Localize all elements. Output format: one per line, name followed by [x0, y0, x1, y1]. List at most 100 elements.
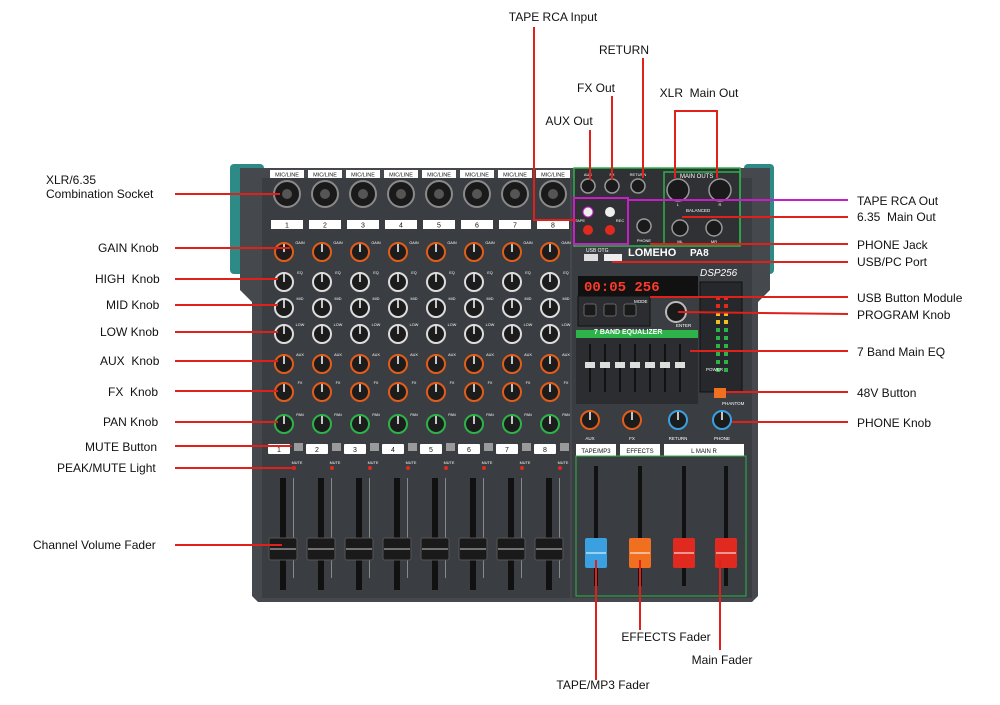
- peak-light: [520, 466, 524, 470]
- fader-track: [508, 478, 514, 590]
- label-tapein: TAPE RCA Input: [508, 10, 598, 24]
- label-fxout: FX Out: [576, 81, 616, 95]
- brand-logo: LOMEHO: [628, 247, 677, 259]
- knob-tag: EQ: [335, 271, 341, 275]
- knob-tag: MID: [563, 297, 570, 301]
- mute-button: [370, 443, 379, 451]
- knob-tag: GAIN: [561, 241, 571, 245]
- label-aux: AUX Knob: [100, 354, 160, 368]
- knob-tag: FX: [488, 381, 493, 385]
- mic-line-text: MIC/LINE: [389, 173, 413, 179]
- fader-track: [546, 478, 552, 590]
- phantom-label: PHANTOM: [722, 401, 745, 406]
- fader-track: [470, 478, 476, 590]
- main-635-label: ML: [677, 239, 683, 244]
- channel-number-tab: [499, 220, 531, 229]
- xlr-socket-core: [396, 189, 406, 199]
- channel-number: 8: [551, 223, 555, 230]
- main-header-text: L MAIN R: [691, 449, 717, 455]
- mic-line-tag: [346, 170, 380, 178]
- knob-tag: AUX: [334, 353, 342, 357]
- knob-tag: MID: [525, 297, 532, 301]
- knob-tag: FX: [526, 381, 531, 385]
- enter-label: ENTER: [676, 323, 692, 328]
- master-knob-label: PHONE: [714, 436, 730, 441]
- callout-lines: [175, 27, 849, 680]
- meter-led: [716, 368, 720, 372]
- eq-slider-cap: [645, 362, 655, 368]
- channel-number-tab: [347, 220, 379, 229]
- label-fader: Channel Volume Fader: [33, 538, 156, 552]
- xlr-socket-core: [282, 189, 292, 199]
- level-meter: [699, 281, 743, 393]
- meter-led: [716, 320, 720, 324]
- mic-line-text: MIC/LINE: [427, 173, 451, 179]
- mic-line-text: MIC/LINE: [313, 173, 337, 179]
- master-fader-track: [724, 466, 728, 586]
- channel-number-tab: [461, 220, 493, 229]
- channel-number: 3: [361, 223, 365, 230]
- eq-slider-cap: [660, 362, 670, 368]
- fader-scale: [483, 478, 484, 578]
- main-header: [664, 444, 744, 456]
- mute-button: [294, 443, 303, 451]
- eq-slider-cap: [675, 362, 685, 368]
- knob-tag: LOW: [334, 323, 343, 327]
- knob-tag: PAN: [524, 413, 532, 417]
- knob-tag: LOW: [410, 323, 419, 327]
- mute-button: [446, 443, 455, 451]
- peak-light: [444, 466, 448, 470]
- mic-line-tag: [460, 170, 494, 178]
- lcd-display: [578, 276, 698, 296]
- knob-tag: AUX: [372, 353, 380, 357]
- meter-led: [716, 328, 720, 332]
- knob-tag: AUX: [486, 353, 494, 357]
- rec-label: REC: [616, 218, 625, 223]
- mute-label: MUTE: [558, 461, 569, 465]
- label-high: HIGH Knob: [95, 272, 160, 286]
- mute-label: MUTE: [406, 461, 417, 465]
- eq-panel: [576, 338, 698, 404]
- fader-scale: [445, 478, 446, 578]
- tape-in-callout-line: [533, 27, 576, 221]
- knob-tag: EQ: [449, 271, 455, 275]
- knob-tag: PAN: [486, 413, 494, 417]
- balanced-label: BALANCED: [686, 208, 711, 213]
- label-gain: GAIN Knob: [98, 241, 159, 255]
- knob-tag: FX: [374, 381, 379, 385]
- mic-line-tag: [308, 170, 342, 178]
- channel-number: 5: [437, 223, 441, 230]
- meter-led: [724, 320, 728, 324]
- main-xlr-label: L: [677, 202, 680, 207]
- label-mute: MUTE Button: [85, 440, 158, 454]
- knob-tag: PAN: [562, 413, 570, 417]
- model-name: PA8: [690, 248, 709, 259]
- channel-number-tab: [537, 220, 569, 229]
- knob-tag: PAN: [372, 413, 380, 417]
- mute-button: [408, 443, 417, 451]
- meter-led: [724, 344, 728, 348]
- channel-number-plate: [306, 444, 328, 454]
- label-usbmod: USB Button Module: [857, 291, 963, 305]
- usb-otg-label: USB OTG: [586, 248, 609, 254]
- phone-jack-label: PHONE: [637, 238, 652, 243]
- usb-module-button: [583, 303, 597, 317]
- rec-rca-jack: [605, 207, 615, 217]
- label-auxout: AUX Out: [545, 114, 593, 128]
- eq-slider-cap: [600, 362, 610, 368]
- xlr-socket-core: [510, 189, 520, 199]
- meter-led: [716, 344, 720, 348]
- usb-logo: [604, 254, 622, 261]
- label-tapemp3: TAPE/MP3 Fader: [556, 678, 650, 692]
- meter-led: [716, 312, 720, 316]
- knob-tag: AUX: [410, 353, 418, 357]
- effects-header-text: EFFECTS: [626, 449, 653, 455]
- fader-track: [356, 478, 362, 590]
- dsp-label: DSP256: [700, 268, 738, 279]
- channel-number-plate: [420, 444, 442, 454]
- usb-port: [584, 254, 598, 261]
- output-jack: [580, 178, 596, 194]
- tape-mp3-header: [576, 444, 616, 456]
- mic-line-tag: [498, 170, 532, 178]
- mute-button: [522, 443, 531, 451]
